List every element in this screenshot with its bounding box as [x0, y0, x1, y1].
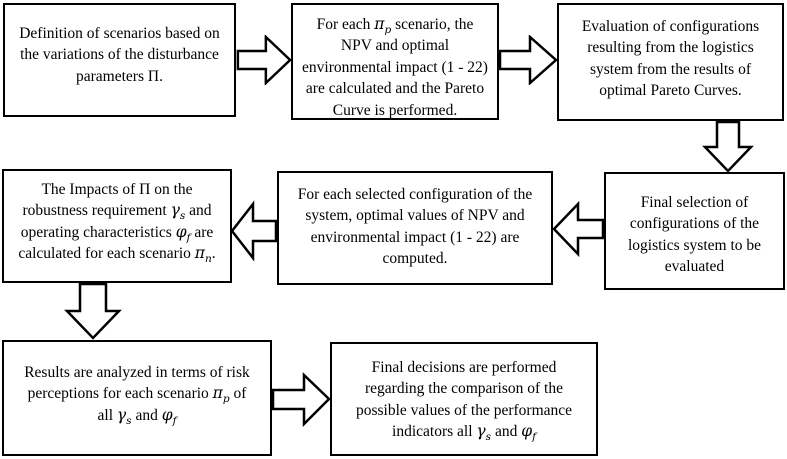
- flow-step-text: The Impacts of: [41, 181, 140, 198]
- flow-step-text: and: [131, 406, 162, 424]
- flow-step-2: For each πp scenario, the NPV and optima…: [291, 3, 499, 120]
- flow-step-4: Final selection of configurations of the…: [604, 172, 785, 290]
- flow-step-text: Results are analyzed in terms of risk pe…: [24, 364, 250, 403]
- flow-step-text: and: [491, 423, 522, 441]
- flow-step-text: and operating characteristics: [20, 202, 212, 241]
- flow-step-text: πp: [374, 15, 392, 37]
- flow-step-8: Final decisions are performed regarding …: [330, 342, 598, 456]
- flow-step-6: The Impacts of Π on the robustness requi…: [2, 169, 232, 283]
- flow-step-text: φf: [161, 405, 177, 427]
- flow-step-text: Definition of scenarios based on the var…: [19, 25, 220, 85]
- flow-step-text: For each selected configuration of the s…: [297, 186, 533, 268]
- flow-step-text: .: [211, 245, 216, 263]
- flow-step-text: For each: [316, 16, 375, 33]
- flow-step-text: are calculated for each scenario: [18, 223, 214, 263]
- arrow-down-icon: [702, 120, 754, 173]
- flow-step-text: scenario, the NPV and optimal environmen…: [302, 16, 488, 119]
- arrow-down-icon: [64, 282, 122, 340]
- flow-step-text: πp: [212, 384, 230, 406]
- arrow-right-icon: [271, 372, 331, 427]
- flow-step-7: Results are analyzed in terms of risk pe…: [2, 340, 272, 456]
- flow-step-text: Π: [139, 181, 151, 198]
- flow-step-text: .: [159, 67, 163, 85]
- flow-step-text: φf: [521, 422, 536, 444]
- arrow-right-icon: [498, 35, 558, 85]
- flow-step-5: For each selected configuration of the s…: [277, 171, 553, 285]
- flow-step-text: on the robustness requirement: [22, 181, 193, 220]
- flow-step-3: Evaluation of configurations resulting f…: [557, 3, 784, 121]
- arrow-right-icon: [236, 35, 292, 85]
- flow-step-1: Definition of scenarios based on the var…: [3, 3, 236, 117]
- flow-step-text: γs: [116, 405, 132, 427]
- flow-step-text: φf: [175, 222, 191, 244]
- arrow-left-icon: [552, 200, 605, 258]
- flow-step-text: of all: [97, 385, 247, 424]
- flow-step-text: Evaluation of configurations resulting f…: [581, 18, 760, 100]
- flow-step-text: Final selection of configurations of the…: [627, 194, 762, 276]
- flow-step-text: Π: [147, 67, 160, 85]
- flow-step-text: πn: [194, 244, 212, 266]
- flow-step-text: γs: [170, 201, 186, 223]
- arrow-left-icon: [230, 200, 278, 262]
- flow-step-text: γs: [476, 422, 492, 444]
- flow-step-text: Final decisions are performed regarding …: [355, 359, 573, 441]
